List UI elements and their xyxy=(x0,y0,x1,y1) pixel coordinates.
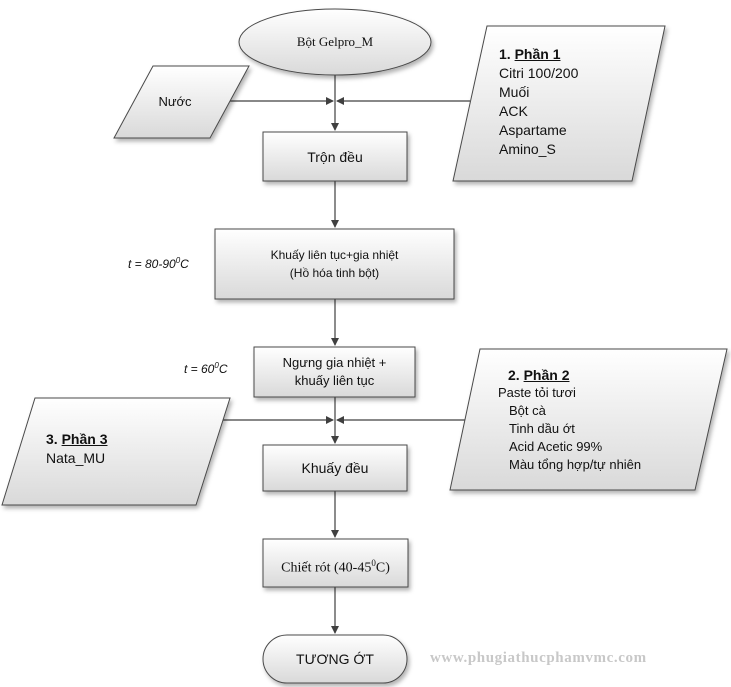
part3-number: 3. xyxy=(46,431,58,447)
part2-list: 2. Phần 2 Paste tỏi tươi Bột cà Tinh dầu… xyxy=(498,366,641,474)
end-label: TƯƠNG ỚT xyxy=(296,651,374,667)
temperature-heating-unit: C xyxy=(180,257,189,271)
part1-item: Amino_S xyxy=(499,141,556,157)
heat-label: Khuấy liên tục+gia nhiệt (Hồ hóa tinh bộ… xyxy=(215,246,454,282)
part3-input-shape xyxy=(1,397,231,506)
part2-heading: 2. Phần 2 xyxy=(508,366,641,384)
part1-title: Phần 1 xyxy=(514,46,561,62)
temperature-heating-value: t = 80-90 xyxy=(128,257,176,271)
stop-label: Ngưng gia nhiệt + khuấy liên tục xyxy=(254,354,415,390)
mix-process-box xyxy=(262,131,408,182)
part3-heading: 3. Phần 3 xyxy=(46,430,107,449)
water-label: Nước xyxy=(158,94,192,109)
part2-item: Bột cà xyxy=(509,403,546,418)
water-input-shape xyxy=(113,65,250,139)
part2-number: 2. xyxy=(508,367,520,383)
mix-label: Trộn đều xyxy=(307,149,363,165)
part1-item: ACK xyxy=(499,103,528,119)
stop-label-line2: khuấy liên tục xyxy=(294,373,375,388)
part1-heading: 1. Phần 1 xyxy=(499,45,578,64)
part1-number: 1. xyxy=(499,46,511,62)
part3-item: Nata_MU xyxy=(46,450,106,466)
part3-title: Phần 3 xyxy=(61,431,108,447)
fill-label: Chiết rót (40-450C) xyxy=(263,554,408,578)
stir-process-box xyxy=(262,444,408,492)
part2-item: Acid Acetic 99% xyxy=(509,439,603,454)
fill-label-sup: 0 xyxy=(371,558,376,568)
fill-process-box xyxy=(262,538,409,588)
temperature-cooling-sup: 0 xyxy=(214,361,219,370)
part1-item: Aspartame xyxy=(499,122,567,138)
part2-item: Màu tổng hợp/tự nhiên xyxy=(509,457,642,472)
part2-title: Phần 2 xyxy=(523,367,570,383)
temperature-heating-sup: 0 xyxy=(175,256,181,265)
stop-process-box xyxy=(253,346,416,398)
heat-label-line2: (Hồ hóa tinh bột) xyxy=(289,266,380,280)
stir-label: Khuấy đều xyxy=(301,460,369,476)
part1-item: Muối xyxy=(499,84,530,100)
connectors xyxy=(196,66,470,634)
part1-list: 1. Phần 1 Citri 100/200 Muối ACK Asparta… xyxy=(499,45,578,159)
start-label: Bột Gelpro_M xyxy=(296,34,374,49)
fill-label-unit: C) xyxy=(375,560,390,576)
watermark-text: www.phugiathucphamvmc.com xyxy=(430,650,647,666)
end-node xyxy=(262,634,408,684)
part3-list: 3. Phần 3 Nata_MU xyxy=(46,430,107,468)
heat-label-line1: Khuấy liên tục+gia nhiệt xyxy=(270,248,399,262)
heat-process-box xyxy=(214,228,455,300)
temperature-cooling-value: t = 60 xyxy=(184,362,215,376)
temperature-cooling: t = 600C xyxy=(184,361,227,376)
part2-item: Paste tỏi tươi xyxy=(498,385,576,400)
part2-input-shape xyxy=(449,348,728,491)
temperature-heating: t = 80-900C xyxy=(128,256,189,271)
stop-label-line1: Ngưng gia nhiệt + xyxy=(282,355,387,370)
temperature-cooling-unit: C xyxy=(218,362,228,376)
part1-item: Citri 100/200 xyxy=(499,65,579,81)
fill-label-text: Chiết rót (40-45 xyxy=(281,560,372,576)
start-node xyxy=(238,8,432,76)
part1-input-shape xyxy=(452,25,666,182)
part2-item: Tinh dầu ớt xyxy=(509,421,575,436)
